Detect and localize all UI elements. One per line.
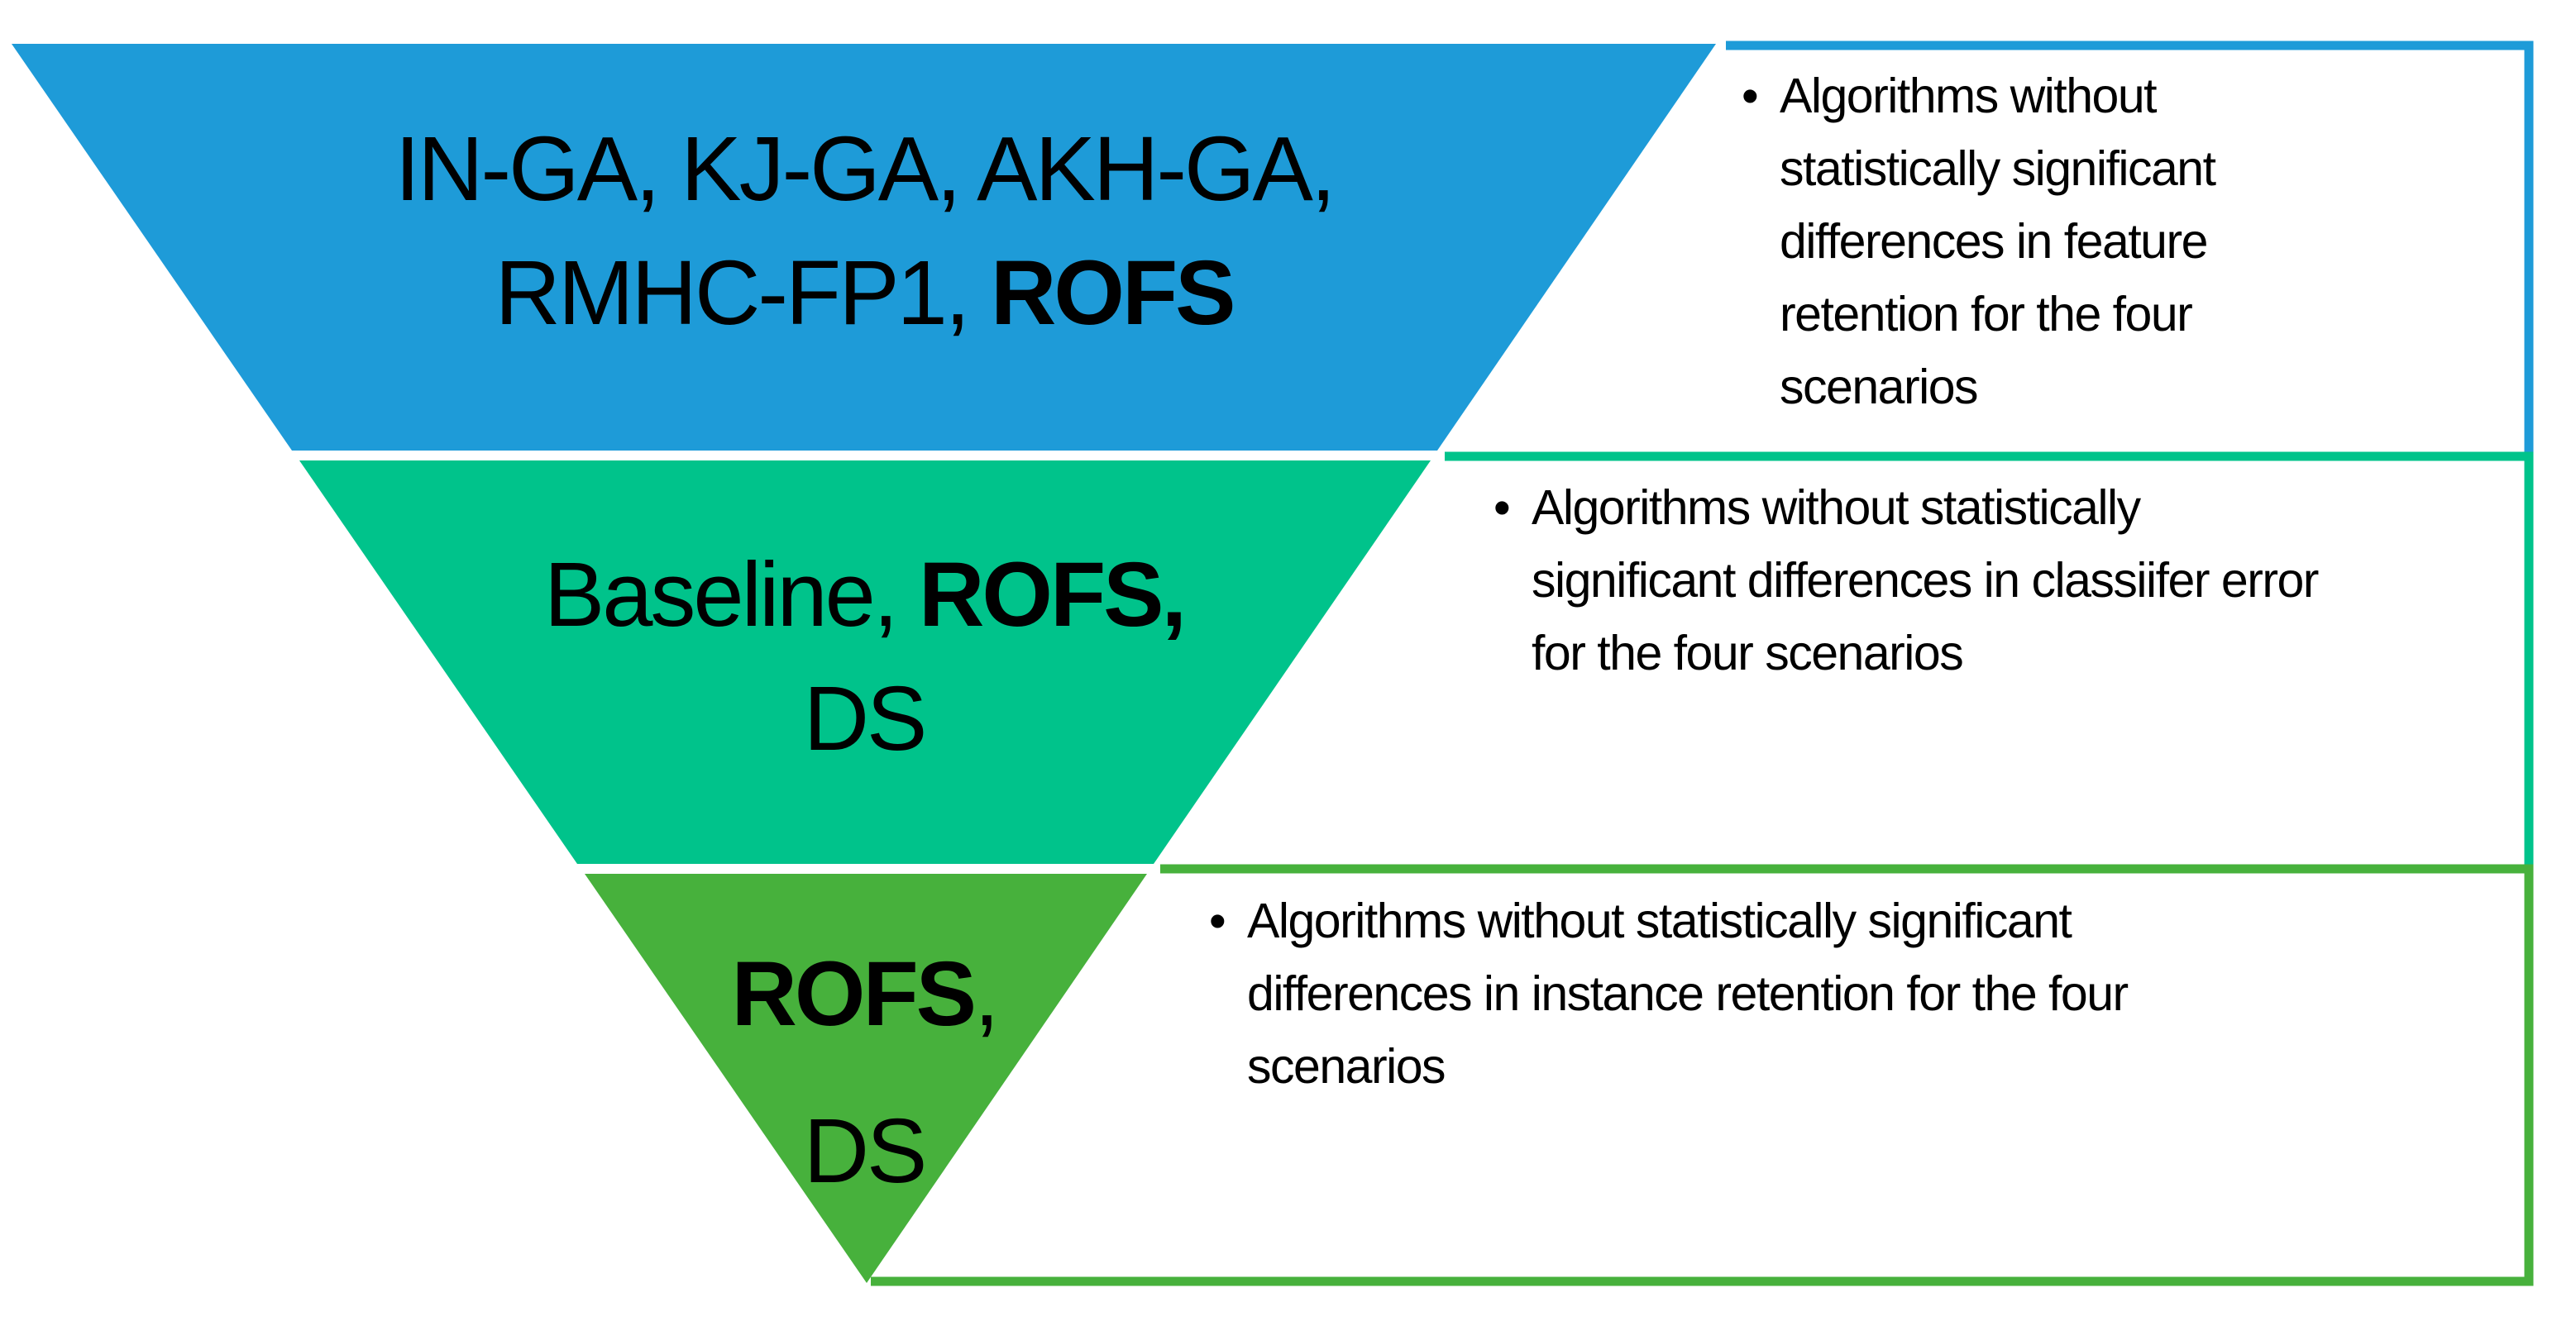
note-box-2-border — [1445, 451, 2534, 869]
note-box-3-text: Algorithms without statistically signifi… — [1247, 894, 2129, 1094]
note-box-3: • Algorithms without statistically signi… — [1209, 885, 2488, 1103]
pyramid-level-1-label: IN-GA, KJ-GA, AKH-GA, RMHC-FP1, ROFS — [120, 107, 1608, 355]
note-box-1: • Algorithms without statistically signi… — [1742, 60, 2474, 423]
note-box-2-text: Algorithms without statistically signifi… — [1532, 480, 2319, 680]
pyramid-level-3-shape — [585, 874, 1147, 1283]
note-box-3-border — [871, 864, 2534, 1286]
level-2-label-line-1: Baseline, ROFS, — [543, 544, 1187, 646]
pyramid-level-2-shape — [299, 460, 1431, 864]
level-1-label-line-2: RMHC-FP1, ROFS — [495, 242, 1235, 344]
note-box-1-text: Algorithms without statistically signifi… — [1780, 69, 2216, 414]
note-box-2-bullet: • — [1494, 480, 1511, 535]
note-box-3-bullet: • — [1209, 894, 1226, 948]
level-2-label-line-2: DS — [803, 668, 928, 770]
pyramid-level-3-label-line-2: DS — [803, 1100, 928, 1202]
pyramid-level-3-label-line-1: ROFS, — [731, 943, 999, 1045]
pyramid-level-2-label: Baseline, ROFS, DS — [285, 533, 1443, 781]
pyramid-level-1-shape — [12, 44, 1716, 451]
note-box-1-border — [1726, 41, 2534, 456]
note-box-2: • Algorithms without statistically signi… — [1494, 471, 2576, 689]
note-box-1-bullet: • — [1742, 69, 1759, 123]
level-1-label-line-1: IN-GA, KJ-GA, AKH-GA, — [394, 118, 1336, 220]
